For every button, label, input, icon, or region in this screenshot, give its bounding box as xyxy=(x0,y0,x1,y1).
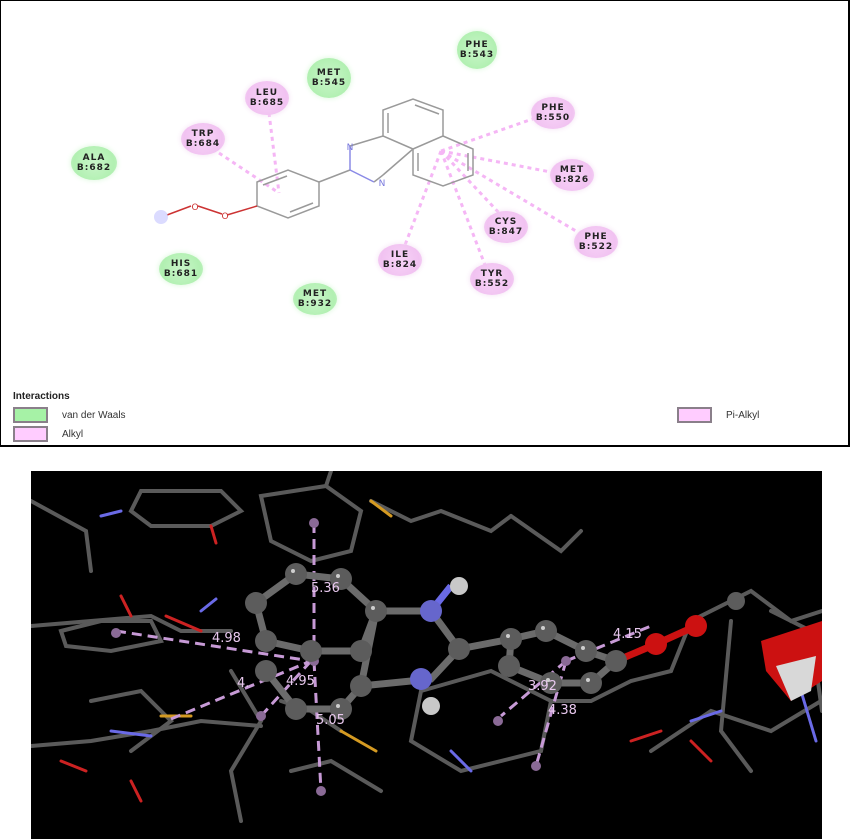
ligand-bonds xyxy=(256,98,474,219)
residue-met-545[interactable]: MET B:545 xyxy=(307,58,351,98)
distance-label: 5.36 xyxy=(311,581,340,596)
ligand-structure: N N O O xyxy=(154,98,582,266)
residue-ala-682[interactable]: ALA B:682 xyxy=(71,146,117,180)
residue-met-826[interactable]: MET B:826 xyxy=(550,159,594,191)
nitrogen-label: N xyxy=(347,143,354,153)
ribbon-helix-shade xyxy=(776,656,816,701)
distance-label: 4. xyxy=(237,676,250,691)
receptor-hetero-sticks xyxy=(59,499,818,803)
legend-item-alkyl: Alkyl xyxy=(13,426,83,442)
legend-item-vdw: van der Waals xyxy=(13,407,126,423)
residue-leu-685[interactable]: LEU B:685 xyxy=(245,81,289,115)
residue-tyr-552[interactable]: TYR B:552 xyxy=(470,263,514,295)
oxygen-label: O xyxy=(221,212,228,222)
legend-item-pi-alkyl: Pi-Alkyl xyxy=(677,407,759,423)
residue-phe-522[interactable]: PHE B:522 xyxy=(574,226,618,258)
terminal-atom-glow xyxy=(154,210,168,224)
methoxy-bonds xyxy=(166,205,258,216)
nitrogen-label: N xyxy=(379,179,386,189)
distance-label: 4.98 xyxy=(212,631,241,646)
distance-label: 5.05 xyxy=(316,713,345,728)
distance-label: 4.38 xyxy=(548,703,577,718)
residue-ile-824[interactable]: ILE B:824 xyxy=(378,244,422,276)
ligand-atoms xyxy=(245,563,745,720)
docking-3d-view[interactable]: 5.36 4.98 4.95 4. 5.05 4.15 3.92 4.38 xyxy=(31,471,822,839)
pi-alkyl-swatch xyxy=(677,407,712,423)
molecular-3d-render xyxy=(31,471,822,823)
centroid-markers xyxy=(111,518,571,796)
receptor-sticks xyxy=(31,471,822,823)
pi-interaction-lines xyxy=(115,523,652,792)
residue-phe-543[interactable]: PHE B:543 xyxy=(457,31,497,69)
residue-phe-550[interactable]: PHE B:550 xyxy=(531,97,575,129)
legend-title: Interactions xyxy=(13,391,70,402)
residue-met-932[interactable]: MET B:932 xyxy=(293,283,337,315)
interaction-lines xyxy=(218,112,582,266)
vdw-swatch xyxy=(13,407,48,423)
residue-his-681[interactable]: HIS B:681 xyxy=(159,253,203,285)
interaction-diagram-2d: N N O O PHE B:543 MET B:545 LEU B:685 TR… xyxy=(0,0,850,447)
distance-label: 4.15 xyxy=(613,627,642,642)
distance-label: 3.92 xyxy=(528,679,557,694)
residue-cys-847[interactable]: CYS B:847 xyxy=(484,211,528,243)
distance-label: 4.95 xyxy=(286,674,315,689)
oxygen-label: O xyxy=(191,203,198,213)
interactions-legend: Interactions van der Waals Alkyl Pi-Alky… xyxy=(13,391,843,442)
residue-trp-684[interactable]: TRP B:684 xyxy=(181,123,225,155)
alkyl-swatch xyxy=(13,426,48,442)
